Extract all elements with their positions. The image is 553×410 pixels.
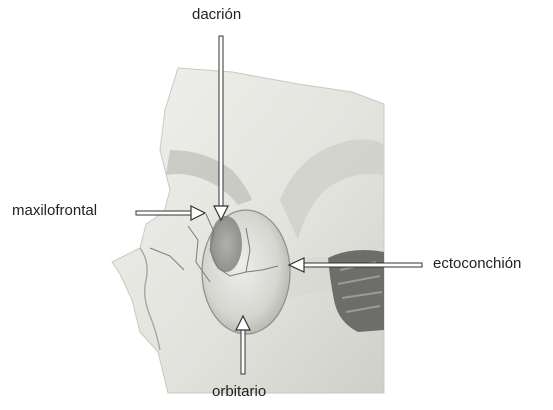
- label-maxilofrontal: maxilofrontal: [12, 202, 97, 219]
- label-ectoconchion: ectoconchión: [433, 255, 521, 272]
- label-dacrion: dacrión: [192, 6, 241, 23]
- label-orbitario: orbitario: [212, 383, 266, 400]
- lacrimal-fossa: [210, 216, 242, 272]
